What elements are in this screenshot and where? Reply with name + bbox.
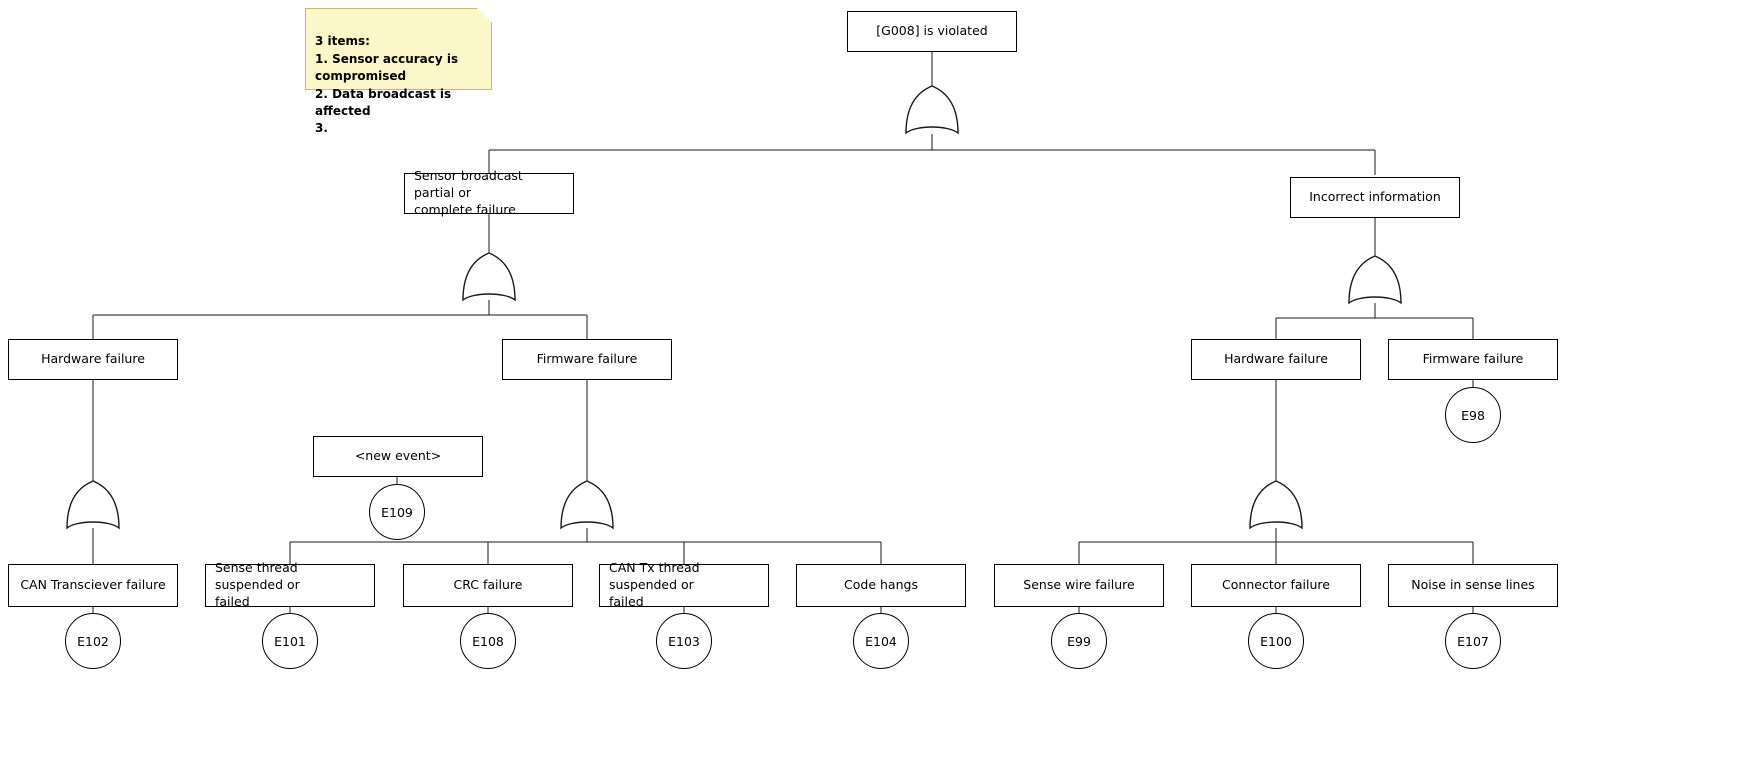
node-label: CAN Transciever failure <box>20 577 166 593</box>
node-crc-failure[interactable]: CRC failure <box>403 564 573 607</box>
node-label: Connector failure <box>1222 577 1330 593</box>
node-code-hangs[interactable]: Code hangs <box>796 564 966 607</box>
event-circle-e98[interactable]: E98 <box>1445 387 1501 443</box>
event-label: E103 <box>668 633 700 649</box>
event-label: E101 <box>274 633 306 649</box>
event-label: E100 <box>1260 633 1292 649</box>
node-label: [G008] is violated <box>876 23 988 39</box>
event-label: E108 <box>472 633 504 649</box>
node-label: Sensor broadcast partial or complete fai… <box>414 168 523 217</box>
event-circle-e107[interactable]: E107 <box>1445 613 1501 669</box>
node-label: Sense wire failure <box>1023 577 1135 593</box>
node-sense-wire-failure[interactable]: Sense wire failure <box>994 564 1164 607</box>
or-gate-sensor-broadcast <box>462 252 516 302</box>
node-incorrect-information[interactable]: Incorrect information <box>1290 177 1460 218</box>
node-label: CAN Tx thread suspended or failed <box>609 560 700 609</box>
event-label: E107 <box>1457 633 1489 649</box>
or-gate-hardware-failure-right <box>1249 480 1303 530</box>
node-label: Code hangs <box>844 577 918 593</box>
event-circle-e108[interactable]: E108 <box>460 613 516 669</box>
event-circle-e101[interactable]: E101 <box>262 613 318 669</box>
note-fold-corner-icon <box>477 8 492 23</box>
node-label: Sense thread suspended or failed <box>215 560 300 609</box>
sticky-note-text: 3 items: 1. Sensor accuracy is compromis… <box>315 34 459 136</box>
event-label: E109 <box>381 504 413 520</box>
or-gate-firmware-failure-left <box>560 480 614 530</box>
event-label: E99 <box>1067 633 1091 649</box>
event-label: E102 <box>77 633 109 649</box>
node-label: Firmware failure <box>536 351 638 367</box>
node-label: Hardware failure <box>1224 351 1328 367</box>
node-label: CRC failure <box>453 577 523 593</box>
event-circle-e104[interactable]: E104 <box>853 613 909 669</box>
event-circle-e99[interactable]: E99 <box>1051 613 1107 669</box>
event-circle-e102[interactable]: E102 <box>65 613 121 669</box>
node-hardware-failure-left[interactable]: Hardware failure <box>8 339 178 380</box>
node-connector-failure[interactable]: Connector failure <box>1191 564 1361 607</box>
event-label: E98 <box>1461 407 1485 423</box>
node-label: <new event> <box>354 448 442 464</box>
event-circle-e109[interactable]: E109 <box>369 484 425 540</box>
node-firmware-failure-right[interactable]: Firmware failure <box>1388 339 1558 380</box>
or-gate-hardware-failure-left <box>66 480 120 530</box>
node-noise-in-sense-lines[interactable]: Noise in sense lines <box>1388 564 1558 607</box>
or-gate-incorrect-information <box>1348 255 1402 305</box>
node-label: Noise in sense lines <box>1411 577 1535 593</box>
node-label: Incorrect information <box>1309 189 1441 205</box>
node-can-tx-thread-suspended[interactable]: CAN Tx thread suspended or failed <box>599 560 769 609</box>
event-label: E104 <box>865 633 897 649</box>
or-gate-top <box>905 85 959 135</box>
node-label: Hardware failure <box>41 351 145 367</box>
node-label: Firmware failure <box>1422 351 1524 367</box>
node-firmware-failure-left[interactable]: Firmware failure <box>502 339 672 380</box>
node-sense-thread-suspended[interactable]: Sense thread suspended or failed <box>205 560 375 609</box>
event-circle-e103[interactable]: E103 <box>656 613 712 669</box>
node-new-event[interactable]: <new event> <box>313 436 483 477</box>
node-top-event[interactable]: [G008] is violated <box>847 11 1017 52</box>
node-sensor-broadcast-failure[interactable]: Sensor broadcast partial or complete fai… <box>404 168 574 217</box>
node-hardware-failure-right[interactable]: Hardware failure <box>1191 339 1361 380</box>
sticky-note[interactable]: 3 items: 1. Sensor accuracy is compromis… <box>305 8 492 135</box>
node-can-transciever-failure[interactable]: CAN Transciever failure <box>8 564 178 607</box>
event-circle-e100[interactable]: E100 <box>1248 613 1304 669</box>
